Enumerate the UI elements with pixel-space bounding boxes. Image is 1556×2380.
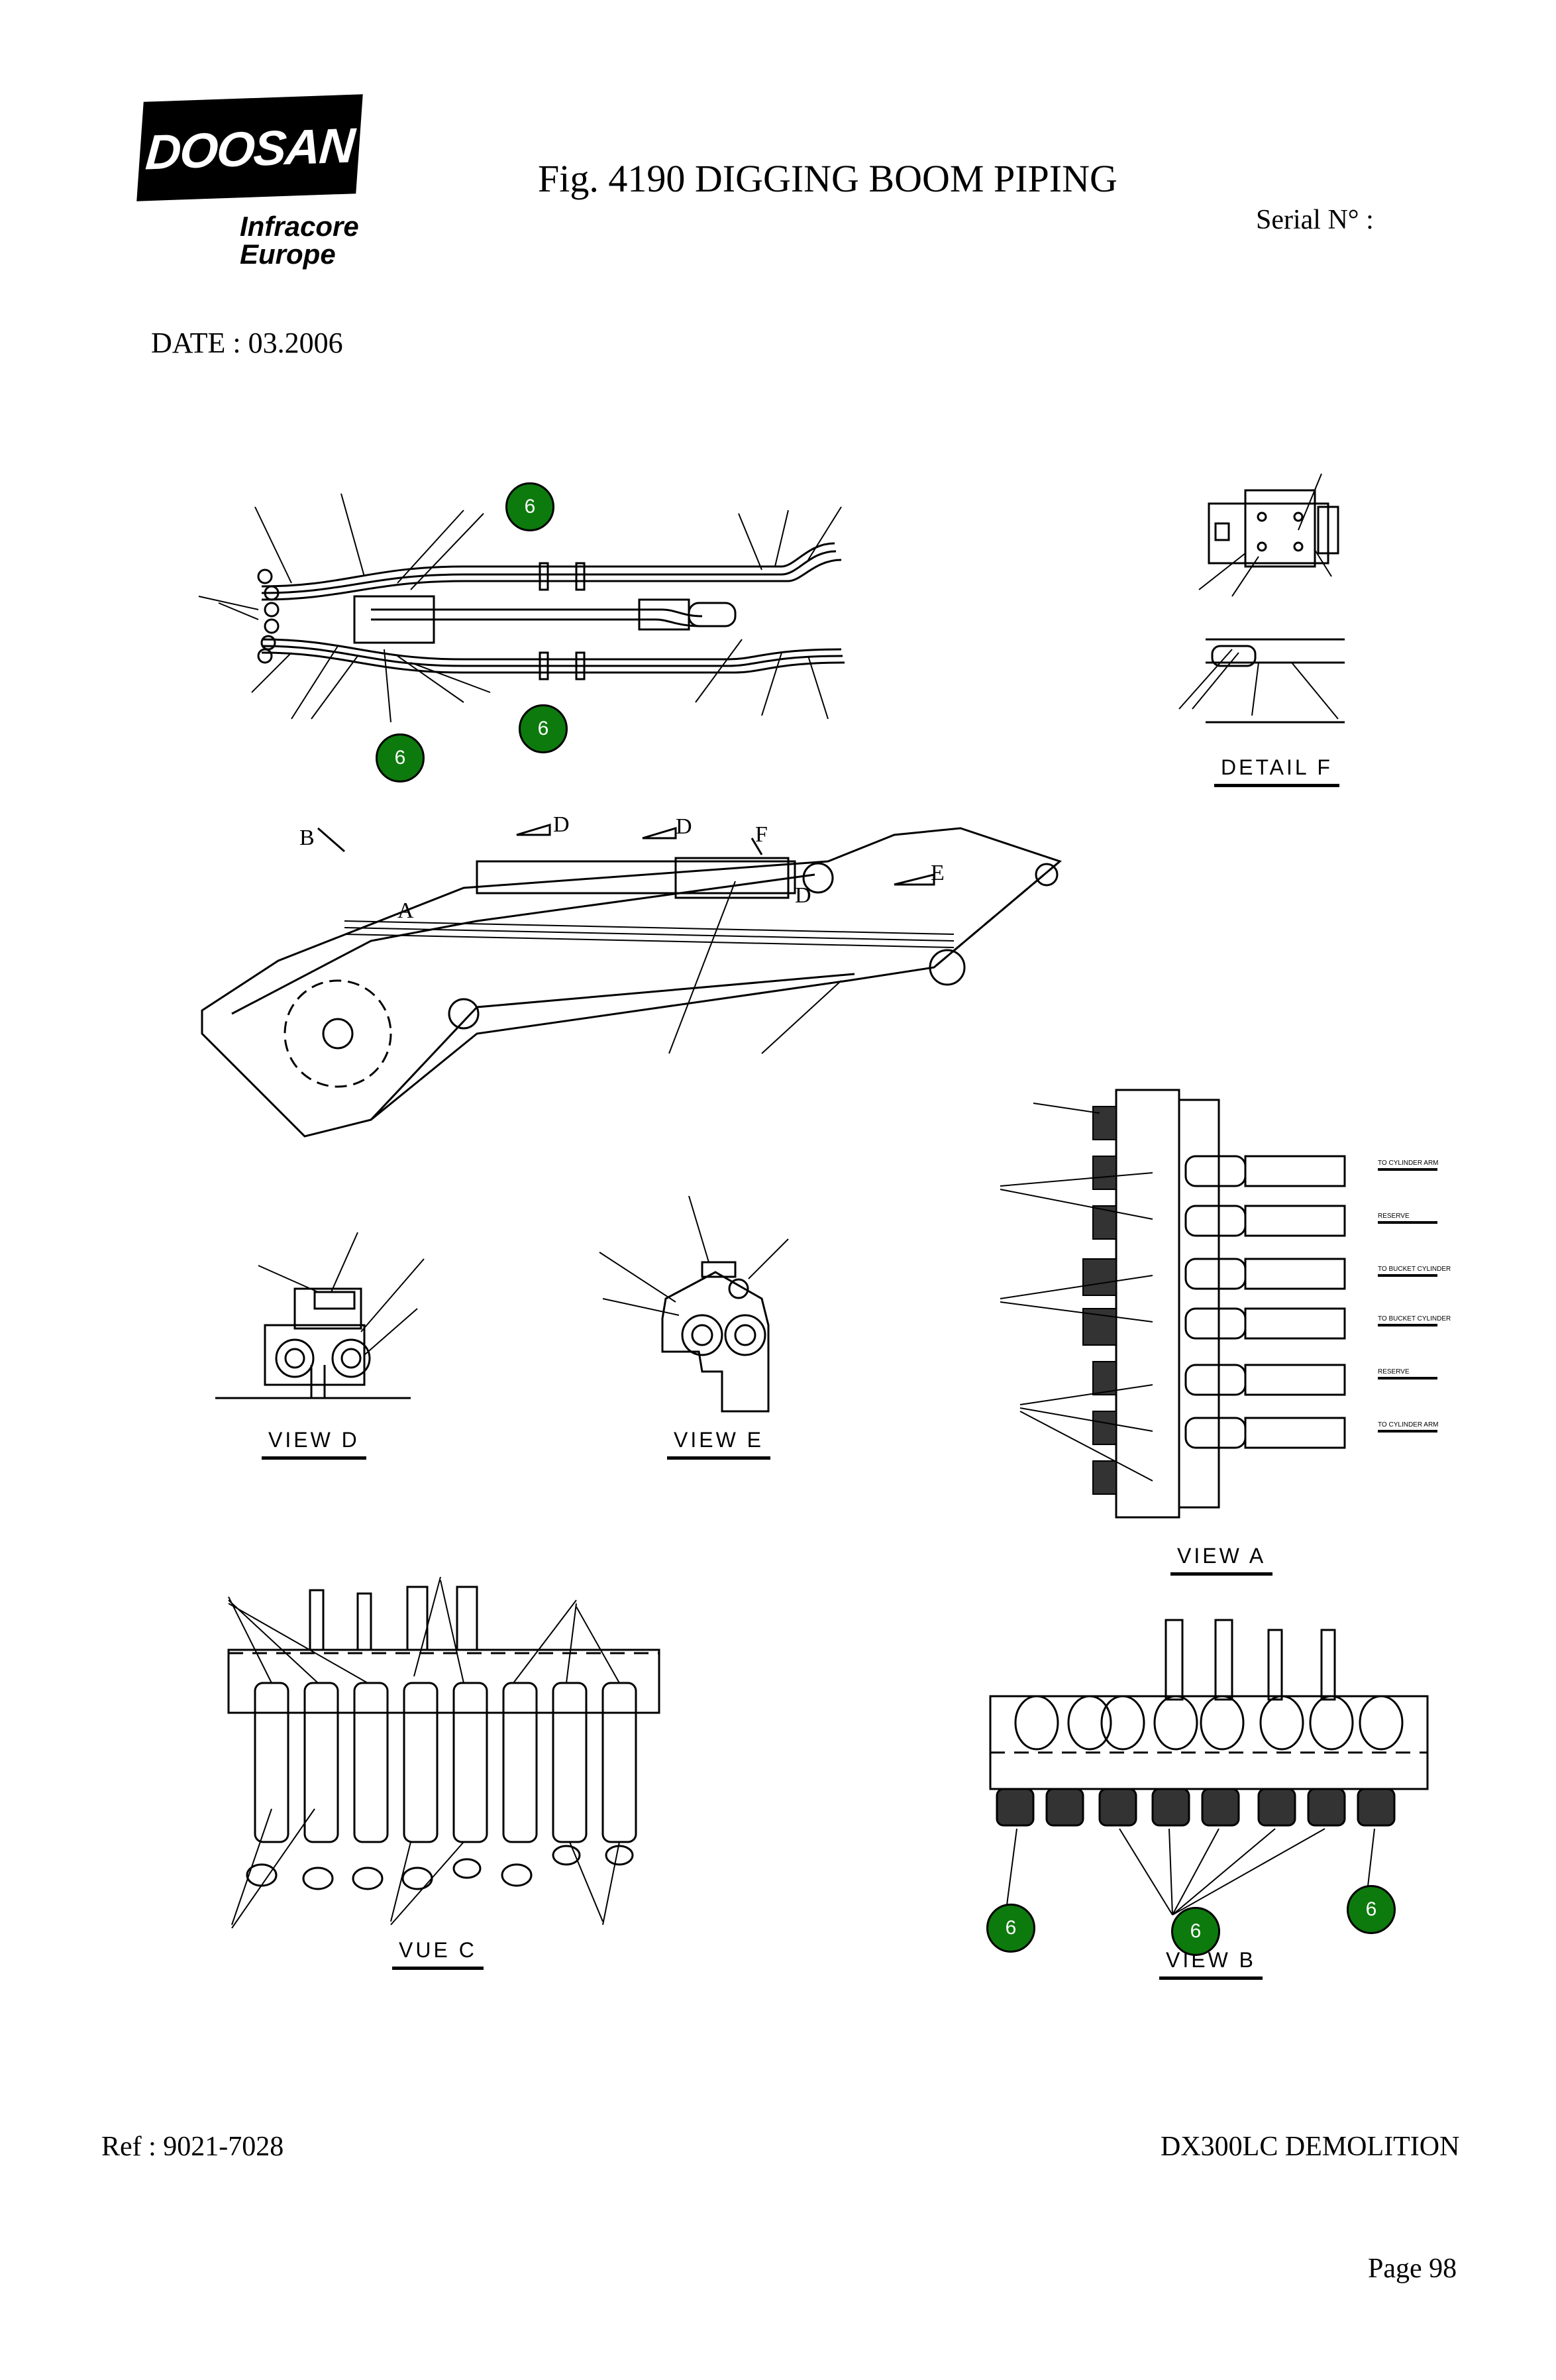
callout-6-view-b-left: 6 (986, 1904, 1035, 1953)
machine-model: DX300LC DEMOLITION (1161, 2132, 1460, 2162)
view-e-drawing (599, 1195, 789, 1413)
view-d-label: VIEW D (262, 1428, 366, 1460)
view-a-label-5: RESERVE (1378, 1368, 1410, 1376)
logo-subtitle-europe: Europe (240, 239, 336, 270)
marker-d2: D (676, 814, 692, 839)
boom-marker-letters: B D D F E D A (299, 812, 945, 923)
view-a-label-4: TO BUCKET CYLINDER (1378, 1315, 1451, 1323)
marker-b: B (299, 826, 315, 850)
view-a-label: VIEW A (1170, 1544, 1273, 1576)
view-a-label-3: TO BUCKET CYLINDER (1378, 1266, 1451, 1273)
view-b-label: VIEW B (1159, 1948, 1263, 1980)
detail-f-label: DETAIL F (1214, 755, 1339, 787)
date-label: DATE : 03.2006 (151, 327, 343, 359)
marker-f: F (755, 822, 768, 847)
vue-c-label: VUE C (392, 1938, 484, 1970)
boom-overview (201, 823, 1063, 1138)
view-a-drawing (1000, 1089, 1437, 1519)
callout-6-top: 6 (505, 482, 554, 531)
serial-number-label: Serial N° : (1256, 205, 1374, 235)
callout-6-view-b-center: 6 (1171, 1907, 1220, 1956)
detail-f-drawing (1178, 473, 1345, 724)
view-d-drawing (215, 1232, 425, 1399)
figure-title: Fig. 4190 DIGGING BOOM PIPING (538, 157, 1117, 200)
marker-d3: D (795, 883, 811, 908)
marker-d1: D (553, 812, 570, 837)
view-b-drawing (989, 1619, 1429, 1916)
view-e-label: VIEW E (667, 1428, 771, 1460)
page-number: Page 98 (1368, 2253, 1457, 2284)
view-a-labels: TO CYLINDER ARM RESERVE TO BUCKET CYLIND… (1378, 1160, 1451, 1429)
view-a-label-2: RESERVE (1378, 1213, 1410, 1220)
piping-overview (198, 493, 845, 723)
callout-6-view-b-right: 6 (1347, 1885, 1396, 1934)
logo-subtitle-infracore: Infracore (240, 211, 359, 242)
reference-number: Ref : 9021-7028 (101, 2132, 284, 2162)
view-a-label-1: TO CYLINDER ARM (1378, 1160, 1439, 1167)
vue-c-drawing (227, 1576, 660, 1929)
callout-6-left: 6 (376, 733, 425, 783)
marker-a: A (397, 898, 414, 923)
callout-6-middle: 6 (519, 704, 568, 753)
view-a-label-6: TO CYLINDER ARM (1378, 1421, 1439, 1429)
marker-e: E (931, 861, 945, 885)
